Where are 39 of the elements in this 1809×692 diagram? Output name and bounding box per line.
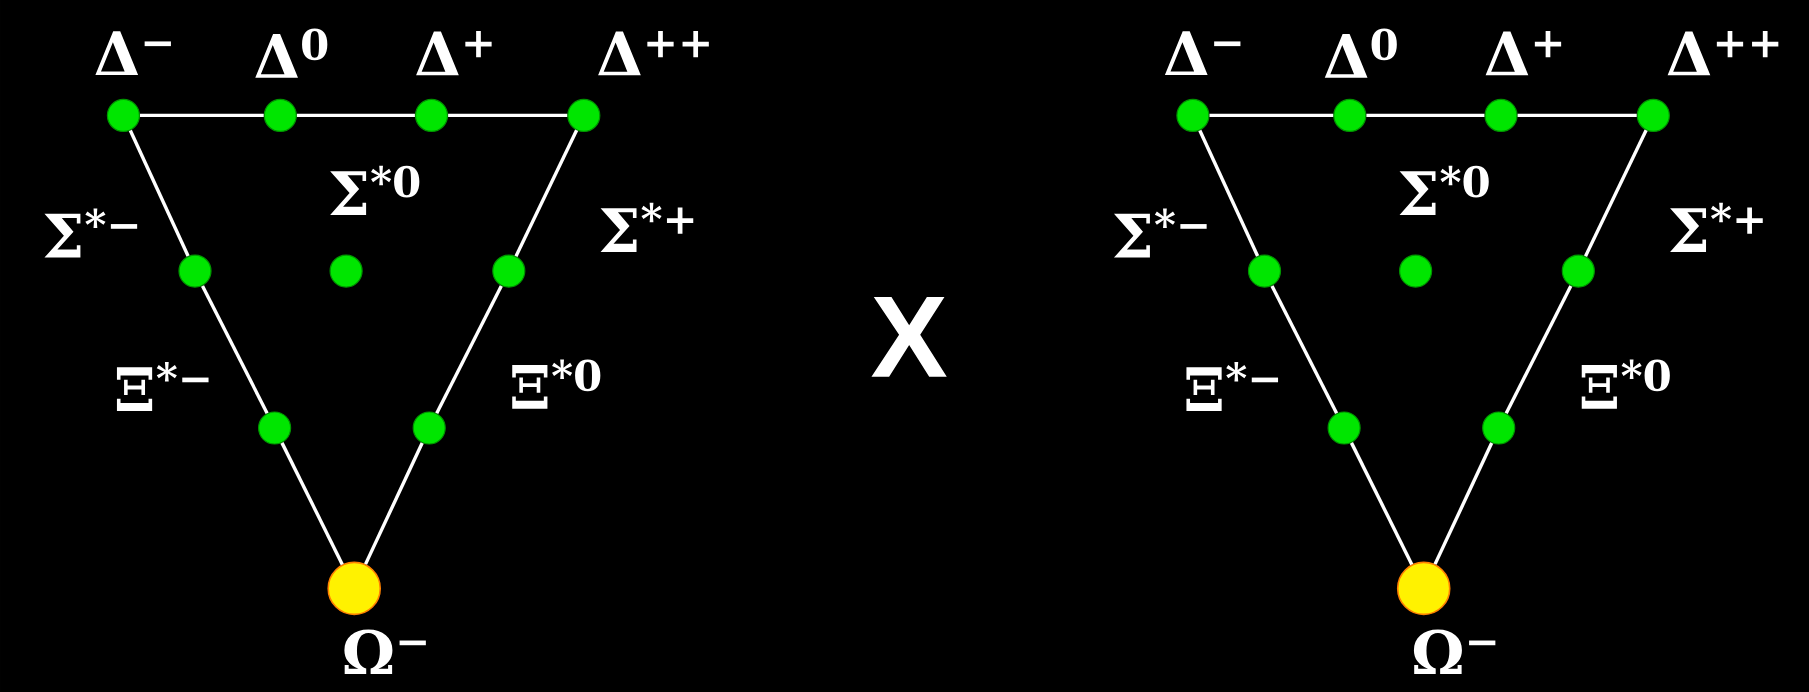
- connecting-line: [1366, 113, 1485, 118]
- multiplication-sign: X: [871, 297, 947, 377]
- connecting-line: [201, 285, 269, 414]
- particle-label: Ξ$^{*0}$: [1581, 359, 1670, 409]
- particle-label: Σ$^{*0}$: [1399, 165, 1489, 215]
- connecting-line: [140, 113, 264, 118]
- particle-label: Σ$^{*−}$: [44, 208, 138, 258]
- particle-label: Δ$^{+}$: [1485, 30, 1562, 76]
- particle-label: Ξ$^{*−}$: [1186, 361, 1279, 412]
- particle-label: Σ$^{*+}$: [600, 202, 694, 252]
- particle-label: Δ$^{0}$: [1324, 28, 1397, 78]
- particle-label: Ξ$^{*0}$: [512, 359, 601, 409]
- connecting-line: [514, 129, 579, 257]
- particle-label: Δ$^{++}$: [1667, 30, 1779, 76]
- particle-label: Δ$^{−}$: [95, 31, 171, 75]
- connecting-line: [1198, 129, 1260, 257]
- connecting-line: [1517, 113, 1637, 118]
- connecting-line: [1349, 442, 1414, 566]
- connecting-line: [128, 129, 190, 257]
- particle-label: Ξ$^{*−}$: [116, 361, 209, 412]
- particle-label: Σ$^{*−}$: [1113, 208, 1207, 258]
- connecting-line: [1270, 285, 1339, 414]
- particle-label: Σ$^{*0}$: [330, 165, 420, 215]
- particle-label: Σ$^{*+}$: [1670, 202, 1763, 252]
- connecting-line: [1584, 129, 1648, 257]
- particle-label: Δ$^{0}$: [255, 28, 328, 78]
- particle-label: Ω$^{−}$: [1413, 629, 1496, 675]
- particle-label: Ω$^{−}$: [344, 629, 426, 675]
- connecting-line: [1433, 442, 1494, 565]
- connecting-line: [296, 113, 415, 118]
- connecting-line: [280, 442, 344, 566]
- connecting-line: [1209, 113, 1334, 118]
- particle-label: Δ$^{+}$: [416, 30, 492, 76]
- particle-label: Δ$^{++}$: [598, 30, 709, 76]
- connecting-line: [448, 113, 568, 118]
- connecting-line: [1504, 285, 1573, 414]
- particle-label: Δ$^{−}$: [1164, 31, 1241, 75]
- connecting-line: [435, 285, 503, 414]
- connecting-line: [364, 442, 424, 565]
